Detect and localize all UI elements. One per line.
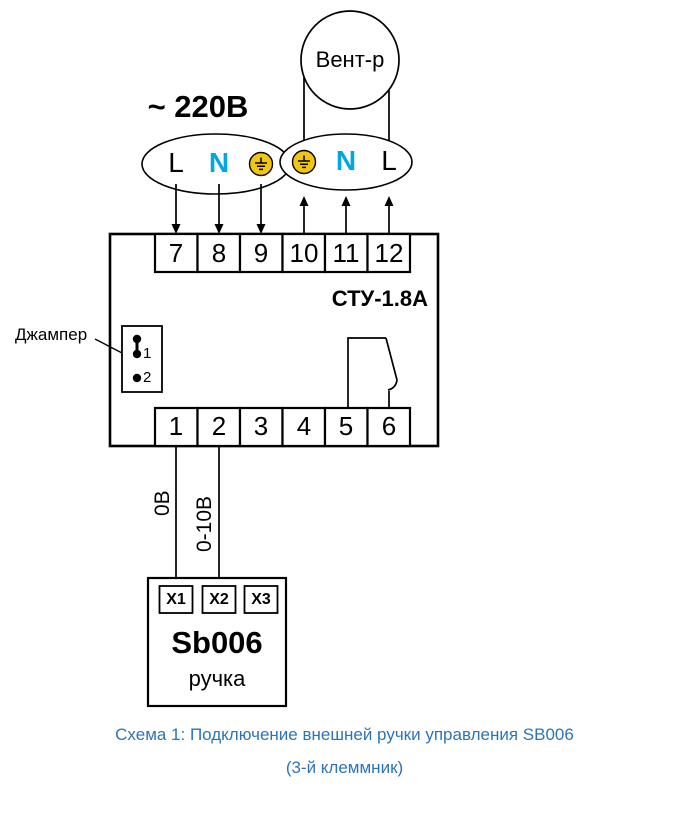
- terminal-number: 11: [332, 238, 360, 268]
- wire-fan-out: [303, 205, 390, 234]
- wire-label-0v: 0В: [151, 490, 174, 516]
- device-model-label: СТУ-1.8А: [331, 286, 428, 311]
- terminal-number: 9: [253, 238, 269, 268]
- terminal-cell: [238, 232, 284, 274]
- jumper-leader-line: [94, 338, 123, 354]
- terminal-cell: [323, 232, 369, 274]
- arrowhead-up-icon: [384, 196, 394, 206]
- plug-right-outline: [279, 133, 413, 191]
- ground-icon: [248, 151, 274, 177]
- terminal-cell: [196, 406, 242, 448]
- knob-terminal-cell: [158, 585, 194, 614]
- terminal-cell: [323, 406, 369, 448]
- knob-terminal-cell: [201, 585, 237, 614]
- power-label: ~ 220В: [147, 89, 249, 124]
- terminal-number: 1: [168, 411, 184, 441]
- terminal-cell: [238, 406, 284, 448]
- jumper-pin-label: 1: [143, 345, 152, 362]
- plug-right-letter-l: L: [381, 145, 397, 176]
- terminal-number: 10: [289, 238, 319, 268]
- knob-subtitle: ручка: [188, 666, 246, 691]
- terminal-number: 6: [381, 411, 397, 441]
- arrowhead-up-icon: [341, 196, 351, 206]
- jumper-box: [121, 325, 163, 393]
- knob-terminal-label: X1: [166, 591, 186, 608]
- terminal-number: 12: [374, 238, 404, 268]
- terminal-number: 7: [168, 238, 184, 268]
- wire-knob: [175, 446, 220, 586]
- plug-left-letter-l: L: [168, 147, 184, 178]
- jumper-dot: [132, 373, 142, 383]
- jumper-pin-label: 2: [143, 369, 152, 386]
- caption-line-2: (3-й клеммник): [285, 758, 404, 777]
- arrowhead-up-icon: [299, 196, 309, 206]
- arrowhead-down-icon: [214, 224, 224, 234]
- wire-power-in: [175, 184, 262, 225]
- ground-icon: [291, 149, 317, 175]
- knob-terminal-label: X3: [251, 591, 271, 608]
- knob-terminal-cell: [243, 585, 279, 614]
- fan-outline: [300, 10, 400, 110]
- knob-terminals: [158, 585, 279, 614]
- terminal-number: 8: [211, 238, 227, 268]
- plug-left-letter-n: N: [208, 147, 230, 178]
- arrowhead-down-icon: [171, 224, 181, 234]
- caption-line-1: Схема 1: Подключение внешней ручки управ…: [115, 725, 574, 744]
- terminal-cell: [281, 232, 327, 274]
- fan-label: Вент-р: [315, 47, 385, 72]
- knob-terminal-label: X2: [209, 591, 229, 608]
- terminal-cell: [281, 406, 327, 448]
- terminal-number: 3: [253, 411, 269, 441]
- relay-contact: [347, 337, 398, 408]
- wire-label-0-10v: 0-10В: [193, 495, 216, 552]
- knob-title: Sb006: [171, 625, 263, 660]
- terminal-row-top: [153, 232, 412, 274]
- arrowhead-down-icon: [256, 224, 266, 234]
- terminal-cell: [366, 232, 412, 274]
- terminal-cell: [196, 232, 242, 274]
- plug-right-letter-n: N: [335, 145, 357, 176]
- jumper-label: Джампер: [15, 325, 88, 344]
- jumper-dot: [132, 334, 142, 344]
- terminal-number: 2: [211, 411, 227, 441]
- terminal-cell: [153, 232, 199, 274]
- terminal-number: 4: [296, 411, 312, 441]
- terminal-row-bottom: [153, 406, 412, 448]
- terminal-number: 5: [338, 411, 354, 441]
- jumper-dot: [132, 349, 142, 359]
